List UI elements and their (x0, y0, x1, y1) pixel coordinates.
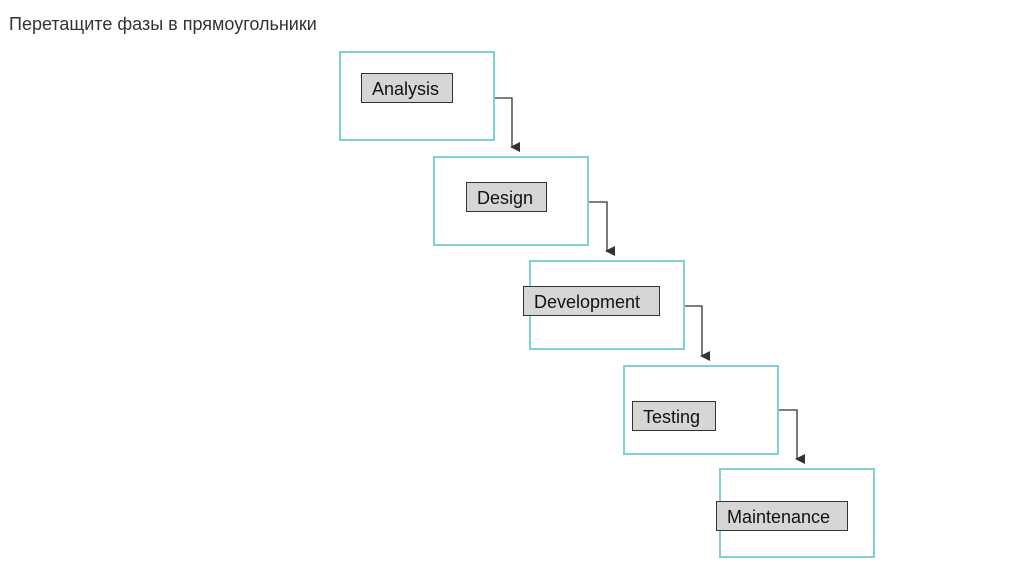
arrow-3 (685, 305, 710, 361)
phase-chip-design[interactable]: Design (466, 182, 547, 212)
drop-box-1[interactable] (339, 51, 495, 141)
phase-chip-testing[interactable]: Testing (632, 401, 716, 431)
phase-chip-analysis[interactable]: Analysis (361, 73, 453, 103)
arrow-1 (495, 97, 520, 152)
drop-box-2[interactable] (433, 156, 589, 246)
phase-chip-maintenance[interactable]: Maintenance (716, 501, 848, 531)
arrow-4 (779, 409, 805, 464)
drop-box-4[interactable] (623, 365, 779, 455)
instruction-text: Перетащите фазы в прямоугольники (9, 14, 317, 34)
arrow-2 (589, 201, 615, 256)
phase-chip-development[interactable]: Development (523, 286, 660, 316)
